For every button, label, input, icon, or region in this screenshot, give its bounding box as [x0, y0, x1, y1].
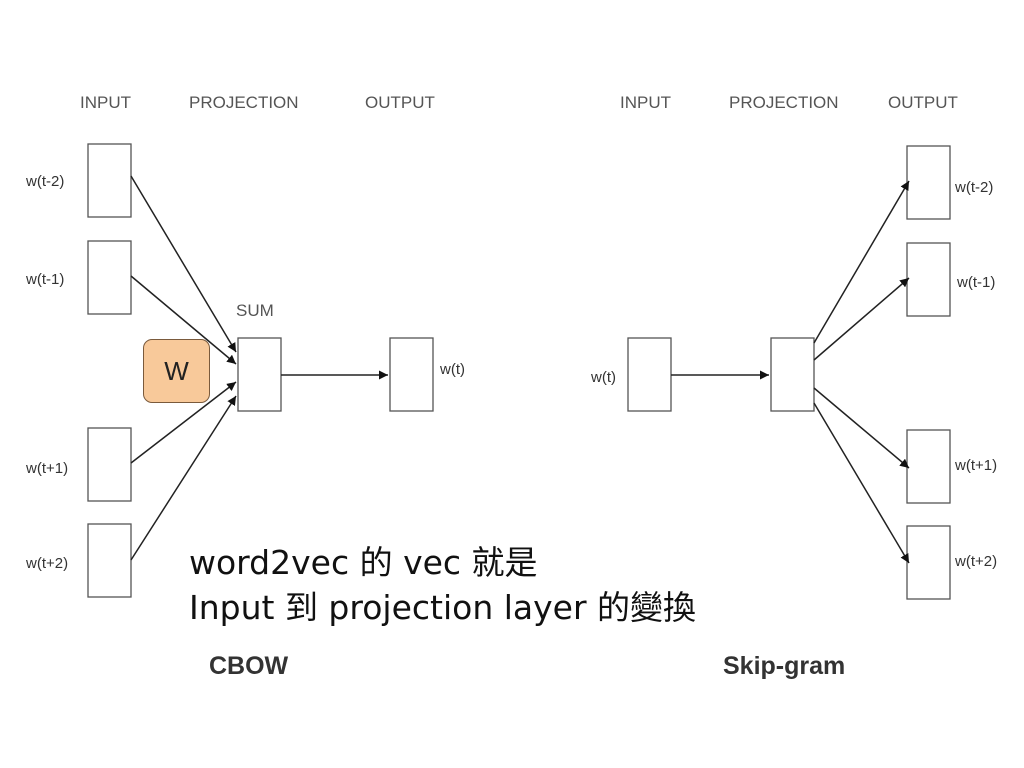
- skipgram-edge: [813, 180, 910, 344]
- skipgram-input-node: [627, 337, 672, 412]
- skipgram-output-label: w(t+2): [954, 553, 997, 570]
- cbow-projection-header: PROJECTION: [189, 93, 299, 112]
- skipgram-output-header: OUTPUT: [888, 93, 958, 112]
- caption-line-2: Input 到 projection layer 的變換: [189, 588, 697, 627]
- cbow-input-label: w(t-1): [25, 271, 64, 288]
- cbow-output-label: w(t): [439, 361, 465, 378]
- cbow-input-label: w(t+1): [25, 460, 68, 477]
- caption-line-1: word2vec 的 vec 就是: [189, 543, 538, 582]
- skipgram-edge: [813, 277, 910, 361]
- cbow-model-name: CBOW: [209, 652, 289, 680]
- skipgram-output-label: w(t+1): [954, 457, 997, 474]
- cbow-input-node: [87, 240, 132, 315]
- cbow-input-node: [87, 143, 132, 218]
- skipgram-edge: [813, 402, 910, 564]
- skipgram-edge: [813, 387, 910, 469]
- skipgram-model-name: Skip-gram: [723, 652, 845, 680]
- skipgram-output-label: w(t-1): [956, 274, 995, 291]
- skipgram-output-node: [906, 145, 951, 220]
- cbow-output-header: OUTPUT: [365, 93, 435, 112]
- skipgram-projection-header: PROJECTION: [729, 93, 839, 112]
- skipgram-output-node: [906, 429, 951, 504]
- cbow-edge: [130, 395, 237, 561]
- skipgram-output-label: w(t-2): [954, 179, 993, 196]
- cbow-edge: [130, 175, 237, 353]
- skipgram-output-node: [906, 525, 951, 600]
- cbow-edge: [130, 275, 237, 365]
- skipgram-projection-node: [770, 337, 815, 412]
- cbow-input-label: w(t+2): [25, 555, 68, 572]
- skipgram-output-node: [906, 242, 951, 317]
- cbow-sum-label: SUM: [236, 301, 274, 320]
- cbow-input-node: [87, 523, 132, 598]
- cbow-edge: [130, 381, 237, 464]
- cbow-input-header: INPUT: [80, 93, 131, 112]
- annotation-caption: word2vec 的 vec 就是 Input 到 projection lay…: [189, 540, 889, 630]
- cbow-input-node: [87, 427, 132, 502]
- cbow-output-node: [389, 337, 434, 412]
- weight-matrix-label: W: [164, 355, 189, 386]
- cbow-diagram: INPUT PROJECTION OUTPUT w(t-2) w(t-1) w(…: [25, 93, 465, 680]
- skipgram-input-header: INPUT: [620, 93, 671, 112]
- weight-matrix-box: W: [143, 339, 210, 403]
- cbow-input-label: w(t-2): [25, 173, 64, 190]
- skipgram-diagram: INPUT PROJECTION OUTPUT w(t) w(t-2) w(t-…: [590, 93, 997, 680]
- cbow-projection-node: [237, 337, 282, 412]
- skipgram-input-label: w(t): [590, 369, 616, 386]
